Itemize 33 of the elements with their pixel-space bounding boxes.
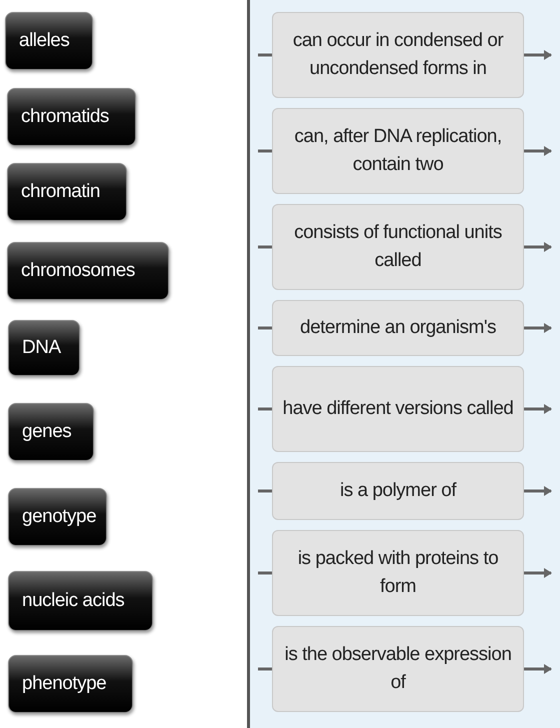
phrase-box: is a polymer of — [272, 462, 524, 520]
arrow — [524, 146, 552, 156]
arrow — [524, 404, 552, 414]
connector-stub — [258, 54, 272, 56]
connector-stub — [258, 326, 272, 330]
arrow — [524, 50, 552, 60]
phrase-box: can occur in condensed or uncondensed forms in — [272, 12, 524, 98]
connector-stub — [258, 490, 272, 492]
connector-stub — [258, 150, 272, 152]
phrase-box: determine an organism's — [272, 300, 524, 356]
arrow — [524, 486, 552, 496]
term-tile: nucleic acids — [8, 571, 153, 631]
term-tile: chromosomes — [7, 242, 169, 300]
arrow — [524, 242, 552, 252]
phrase-box: is packed with proteins to form — [272, 530, 524, 616]
term-tile: phenotype — [8, 655, 133, 713]
term-tile: genotype — [8, 488, 107, 546]
connector-stub — [258, 572, 272, 574]
arrow — [524, 568, 552, 578]
connector-stub — [258, 246, 272, 248]
phrase-box: consists of functional units called — [272, 204, 524, 290]
term-tile: chromatin — [7, 163, 127, 221]
arrow — [524, 323, 552, 333]
connector-stub — [258, 408, 272, 410]
term-tile: chromatids — [7, 88, 136, 146]
phrase-box: have different versions called — [272, 366, 524, 452]
arrow — [524, 664, 552, 674]
phrase-box: can, after DNA replication, contain two — [272, 108, 524, 194]
term-tile: DNA — [8, 320, 80, 376]
phrase-box: is the observable expression of — [272, 626, 524, 712]
term-tile: genes — [8, 403, 94, 461]
term-tile: alleles — [5, 12, 93, 70]
connector-stub — [258, 668, 272, 670]
